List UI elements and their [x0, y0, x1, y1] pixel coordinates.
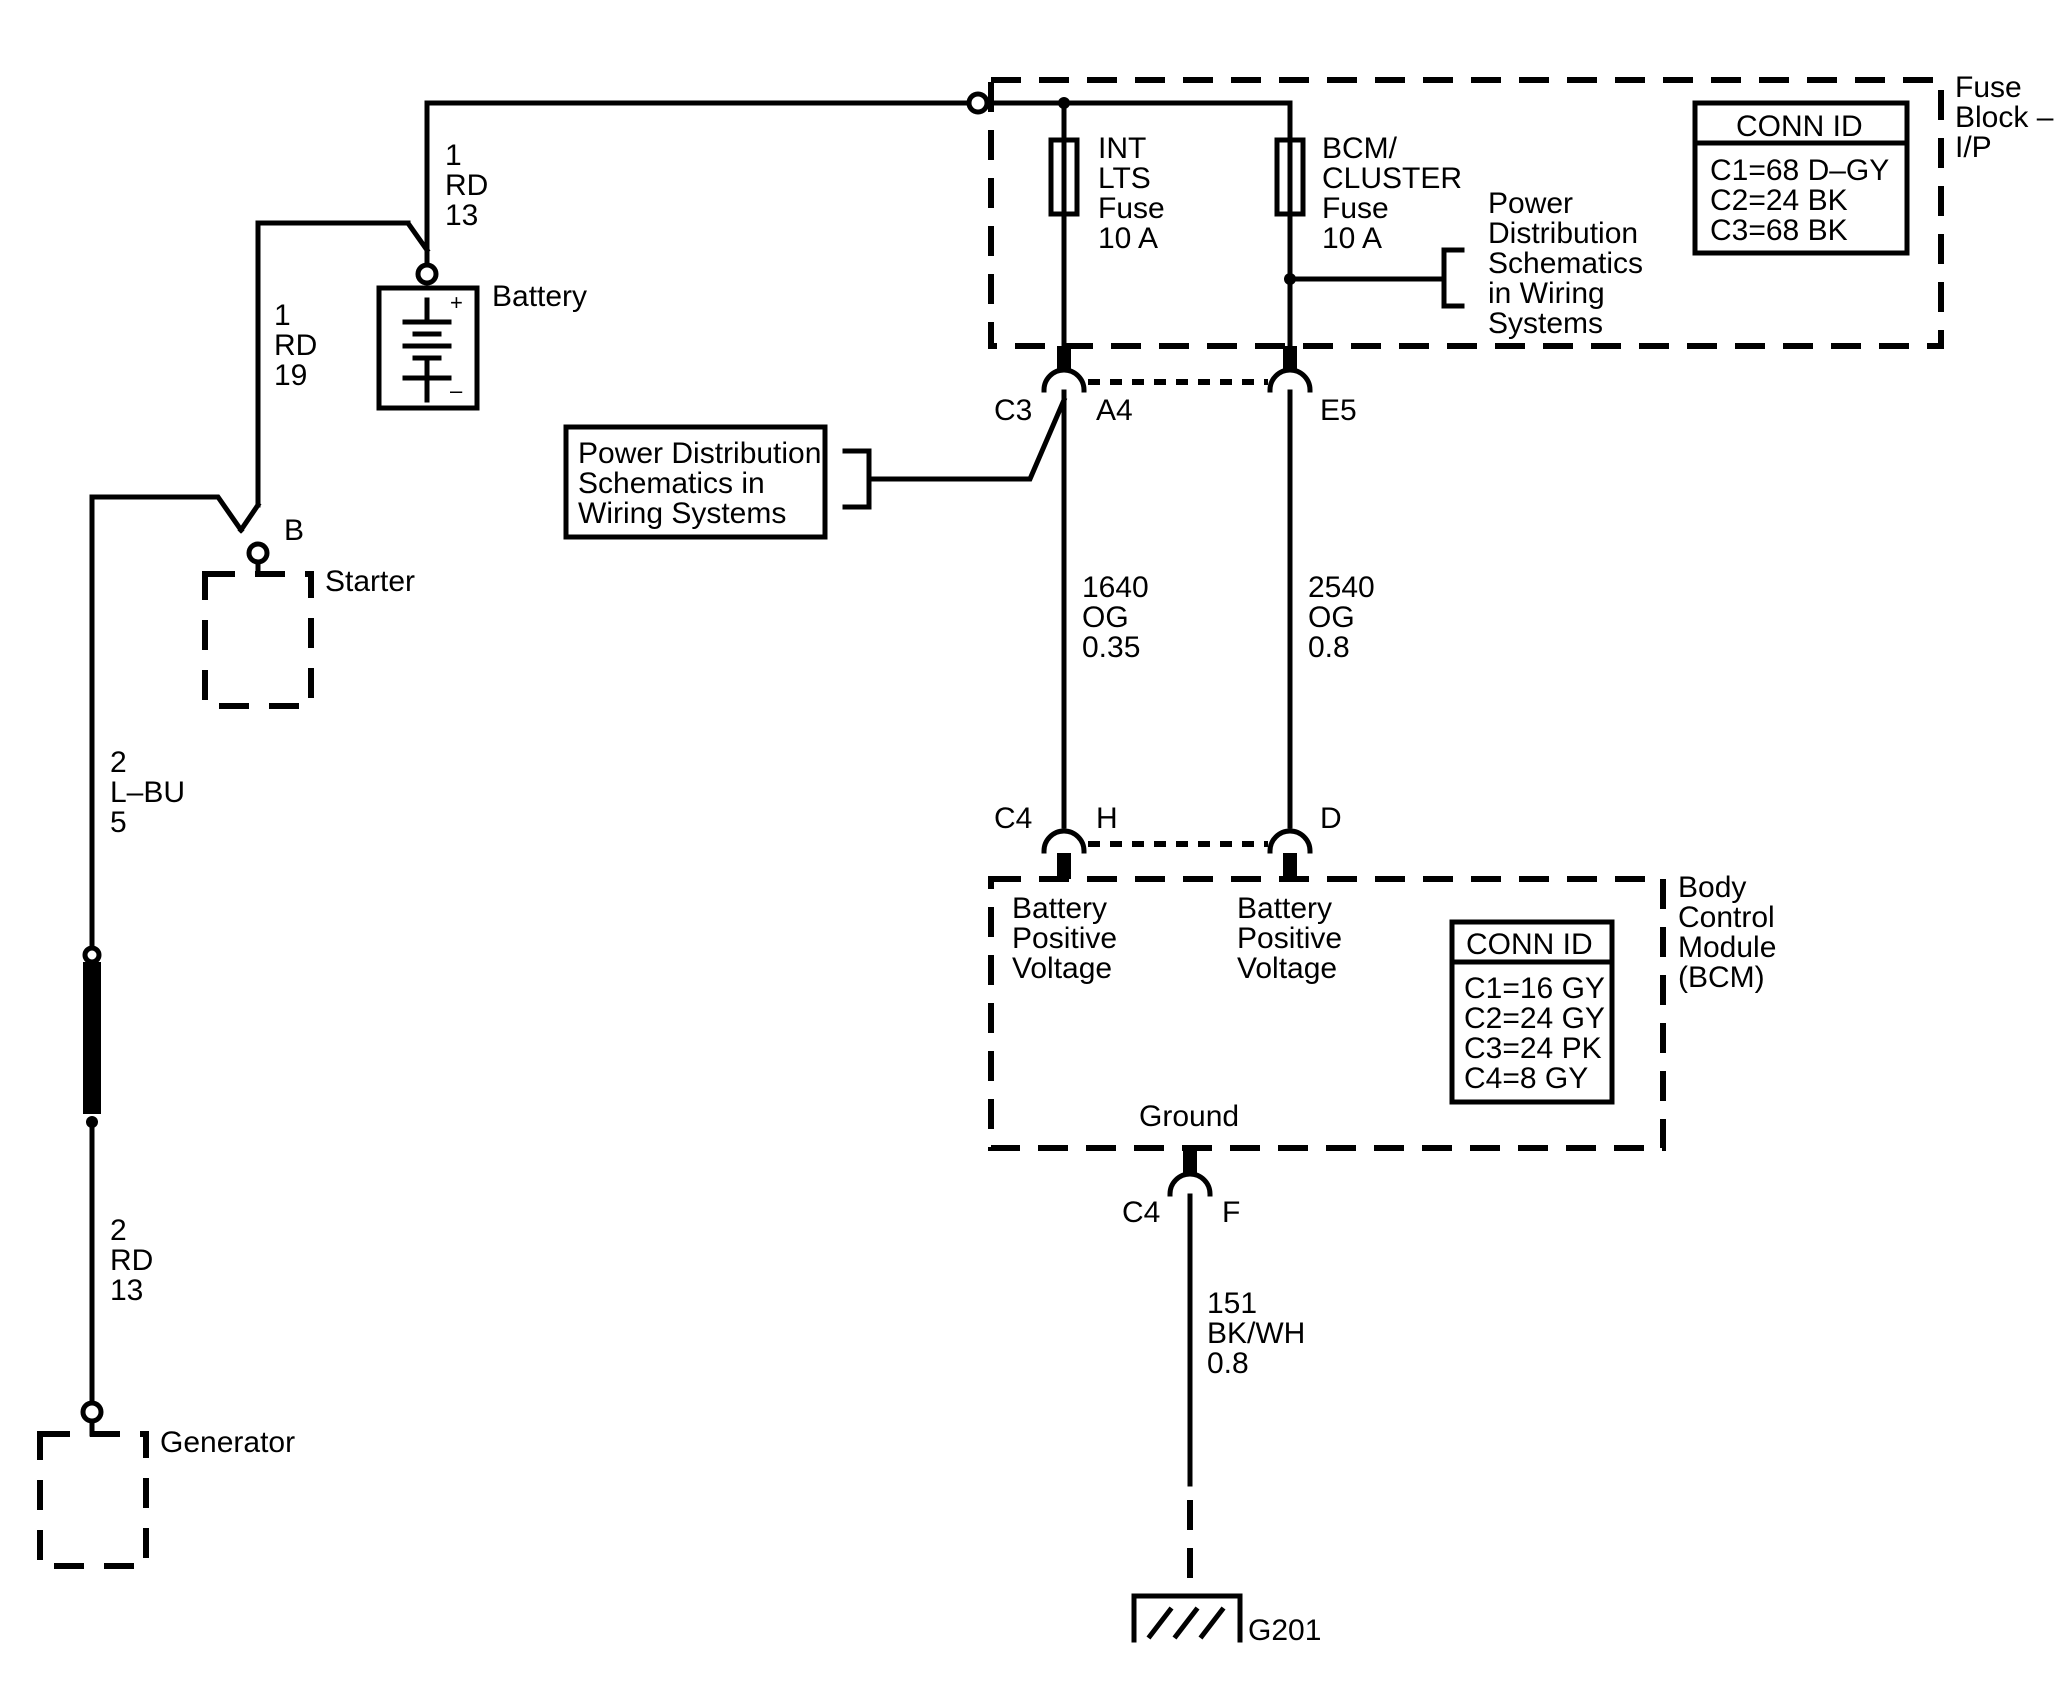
bcm-conn-id-list: C1=16 GY C2=24 GY C3=24 PK C4=8 GY: [1464, 972, 1613, 1095]
wire-label-battery-top: 1 RD 13: [445, 139, 497, 232]
pin-e5: E5: [1320, 394, 1357, 427]
connector-c4-bottom: [1167, 1148, 1213, 1197]
ref-left-bracket: [842, 448, 872, 510]
connector-c3: [1041, 346, 1313, 393]
fuse-block-name: Fuse Block – I/P: [1955, 71, 2062, 164]
connector-c4-top: [1041, 828, 1313, 879]
power-distribution-ref-left-box: [563, 424, 828, 540]
starter-label: Starter: [325, 565, 415, 598]
wire-label-generator-upper: 2 L–BU 5: [110, 746, 193, 839]
wire-label-battery-left: 1 RD 19: [274, 299, 326, 392]
ground-point-label: G201: [1248, 1614, 1321, 1647]
bcm-conn-id: [1449, 919, 1615, 1105]
pin-f: F: [1222, 1196, 1240, 1229]
generator-symbol: [37, 1431, 149, 1569]
wire-label-151: 151 BK/WH 0.8: [1207, 1287, 1314, 1380]
generator-wire: [80, 659, 104, 1437]
fuse-block-conn-id: [1692, 100, 1910, 256]
bcm-ground-label: Ground: [1139, 1100, 1239, 1133]
wire-label-1640: 1640 OG 0.35: [1082, 571, 1157, 664]
ref-left-wire: [866, 396, 1068, 482]
wire-label-2540: 2540 OG 0.8: [1308, 571, 1383, 664]
battery-feed-wire: [424, 91, 1293, 283]
power-distribution-ref-left[interactable]: Power Distribution Schematics in Wiring …: [578, 437, 830, 530]
fuse-block-conn-id-list: C1=68 D–GY C2=24 BK C3=68 BK: [1710, 154, 1897, 247]
battery-starter-wire: [255, 220, 411, 508]
battery-label: Battery: [492, 280, 587, 313]
wire-label-generator-lower: 2 RD 13: [110, 1214, 162, 1307]
fuse-block-outline: [988, 77, 1944, 349]
bcm-pin-d-label: Battery Positive Voltage: [1237, 892, 1350, 985]
battery-plus: +: [450, 290, 463, 315]
fuse-int-lts-label: INT LTS Fuse 10 A: [1098, 132, 1173, 255]
starter-terminal: B: [284, 514, 304, 547]
pin-h: H: [1096, 802, 1118, 835]
pin-d: D: [1320, 802, 1342, 835]
fuse-block-conn-id-title: CONN ID: [1736, 110, 1863, 143]
generator-label: Generator: [160, 1426, 295, 1459]
bcm-conn-id-title: CONN ID: [1466, 928, 1593, 961]
fuse-int-lts: [1048, 100, 1080, 353]
connector-c4-bottom-label: C4: [1122, 1196, 1160, 1229]
pin-a4: A4: [1096, 394, 1133, 427]
battery-minus: –: [450, 378, 463, 403]
bcm-outline: [988, 876, 1666, 1151]
fuse-bcm-cluster: [1061, 100, 1465, 353]
bcm-name: Body Control Module (BCM): [1678, 871, 1785, 994]
ground-symbol: [1131, 1593, 1243, 1643]
battery-symbol: [376, 222, 480, 411]
bcm-pin-h-label: Battery Positive Voltage: [1012, 892, 1125, 985]
starter-symbol: [89, 494, 314, 709]
fuse-bcm-cluster-label: BCM/ CLUSTER Fuse 10 A: [1322, 132, 1470, 255]
connector-c4-top-label: C4: [994, 802, 1032, 835]
connector-c3-label: C3: [994, 394, 1032, 427]
power-distribution-ref-right[interactable]: Power Distribution Schematics in Wiring …: [1488, 187, 1651, 340]
